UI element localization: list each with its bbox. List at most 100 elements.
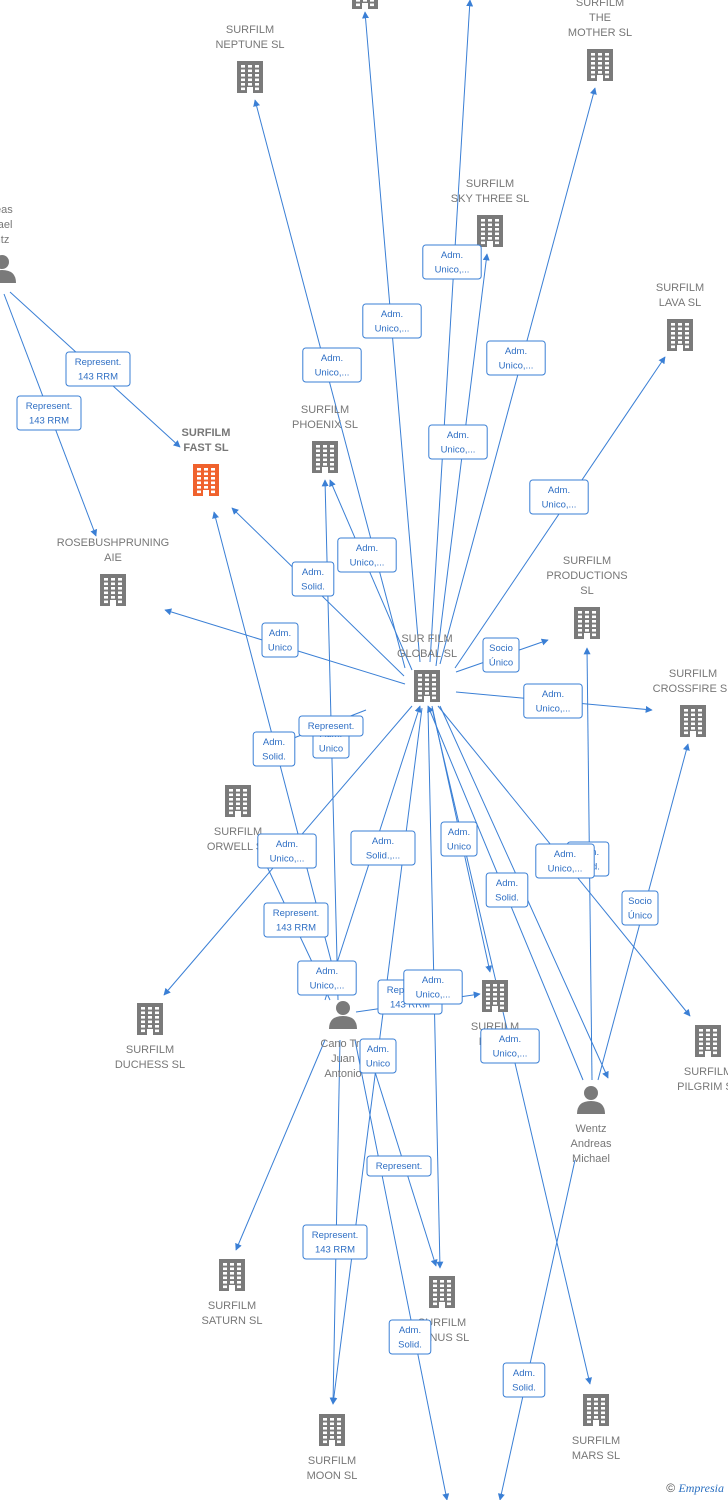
- edge-label-24[interactable]: Adm.Unico,...: [297, 960, 357, 996]
- edge-label-text: Socio: [628, 896, 652, 907]
- relation-edge-26[interactable]: [329, 1039, 341, 1405]
- edge-label-31[interactable]: Adm.Solid.: [388, 1319, 432, 1355]
- edge-label-text: Adm.: [542, 689, 564, 700]
- edge-label-text: Represent.: [75, 357, 121, 368]
- edge-label-text: Represent.: [376, 1161, 422, 1172]
- edge-label-0[interactable]: Adm.Unico,...: [302, 347, 362, 383]
- node-label: GLOBAL SL: [397, 648, 457, 660]
- edge-label-text: Adm.: [316, 966, 338, 977]
- edge-label-text: Represent.: [312, 1230, 358, 1241]
- edge-label-4[interactable]: Adm.Unico,...: [428, 424, 488, 460]
- edge-label-16[interactable]: Adm.Unico,...: [257, 833, 317, 869]
- building-icon: [219, 1259, 245, 1291]
- node-top[interactable]: [352, 0, 378, 9]
- edge-label-14[interactable]: Represent.: [298, 715, 364, 737]
- node-label: SURFILM: [308, 1455, 356, 1467]
- building-icon: [477, 215, 503, 247]
- edge-label-text: Solid.,...: [366, 851, 400, 862]
- node-label: MARS SL: [572, 1450, 620, 1462]
- relation-edge-3[interactable]: [439, 87, 597, 665]
- edge-label-6[interactable]: Adm.Unico,...: [337, 537, 397, 573]
- node-label: NEPTUNE SL: [215, 39, 284, 51]
- relation-edge-25[interactable]: [235, 1039, 326, 1251]
- node-global[interactable]: SUR FILM GLOBAL SL: [397, 633, 457, 702]
- relation-edge-2[interactable]: [429, 0, 474, 663]
- edge-label-5[interactable]: Adm.Unico,...: [529, 479, 589, 515]
- edge-label-text: Adm.: [263, 737, 285, 748]
- edge-label-32[interactable]: Adm.Solid.: [502, 1362, 546, 1398]
- brand-logo[interactable]: Empresia: [678, 1481, 724, 1495]
- relation-edge-27[interactable]: [354, 1039, 450, 1500]
- edge-label-text: Adm.: [441, 250, 463, 261]
- edge-label-7[interactable]: Adm.Solid.: [291, 561, 335, 597]
- edge-label-8[interactable]: Adm.Unico: [261, 622, 299, 658]
- edge-label-text: Unico,...: [548, 864, 583, 875]
- edge-label-28[interactable]: Adm.Unico: [359, 1038, 397, 1074]
- edge-label-text: Único: [489, 658, 513, 669]
- edge-label-15[interactable]: Adm. Solid.: [252, 731, 296, 767]
- node-label: SUR FILM: [401, 633, 452, 645]
- edge-label-text: Represent.: [26, 401, 72, 412]
- edge-label-29[interactable]: Represent.: [366, 1155, 432, 1177]
- node-label: SATURN SL: [202, 1315, 263, 1327]
- node-label: SURFILM: [684, 1066, 728, 1078]
- edge-label-21[interactable]: Adm.Solid.: [485, 872, 529, 908]
- relation-edge-0[interactable]: [253, 99, 406, 669]
- edge-label-11[interactable]: Represent.143 RRM: [65, 351, 131, 387]
- relation-edge-33[interactable]: [497, 1159, 576, 1500]
- node-label: MOTHER SL: [568, 27, 632, 39]
- building-icon: [193, 464, 219, 496]
- edge-label-26[interactable]: Adm.Unico,...: [403, 969, 463, 1005]
- edge-label-3[interactable]: Adm.Unico,...: [486, 340, 546, 376]
- edge-label-20[interactable]: Adm.Unico,...: [535, 843, 595, 879]
- edge-label-text: Unico,...: [435, 265, 470, 276]
- edge-label-18[interactable]: Adm.Unico: [440, 821, 478, 857]
- edge-label-text: Represent.: [273, 908, 319, 919]
- relation-edge-6[interactable]: [329, 479, 413, 671]
- building-icon: [429, 1276, 455, 1308]
- edge-label-12[interactable]: Represent.143 RRM: [16, 395, 82, 431]
- edge-label-text: Unico: [447, 842, 471, 853]
- node-andreas_left[interactable]: reashaelntz: [0, 204, 16, 283]
- person-icon: [577, 1086, 605, 1114]
- edge-label-text: Adm.: [372, 836, 394, 847]
- edge-label-27[interactable]: Adm.Unico,...: [480, 1028, 540, 1064]
- node-label: SURFILM: [669, 668, 717, 680]
- edge-label-2[interactable]: Adm. Unico,...: [422, 244, 482, 280]
- building-icon: [667, 319, 693, 351]
- edge-label-text: Socio: [489, 643, 513, 654]
- edge-label-text: Solid.: [262, 752, 286, 763]
- relation-edge-28[interactable]: [364, 1039, 438, 1267]
- building-icon: [225, 785, 251, 817]
- edge-label-1[interactable]: Adm.Unico,...: [362, 303, 422, 339]
- building-icon: [587, 49, 613, 81]
- edge-label-30[interactable]: Represent. 143 RRM: [302, 1224, 368, 1260]
- node-label: MOON SL: [307, 1470, 358, 1482]
- edge-label-23[interactable]: Represent.143 RRM: [263, 902, 329, 938]
- edge-label-10[interactable]: Adm.Unico,...: [523, 683, 583, 719]
- edge-label-17[interactable]: Adm. Solid.,...: [350, 830, 416, 866]
- node-moon[interactable]: SURFILM MOON SL: [307, 1414, 358, 1482]
- relation-edge-4[interactable]: [435, 253, 490, 667]
- edge-label-text: Adm.: [447, 430, 469, 441]
- edge-label-text: 143 RRM: [315, 1245, 355, 1256]
- node-label: reas: [0, 204, 13, 216]
